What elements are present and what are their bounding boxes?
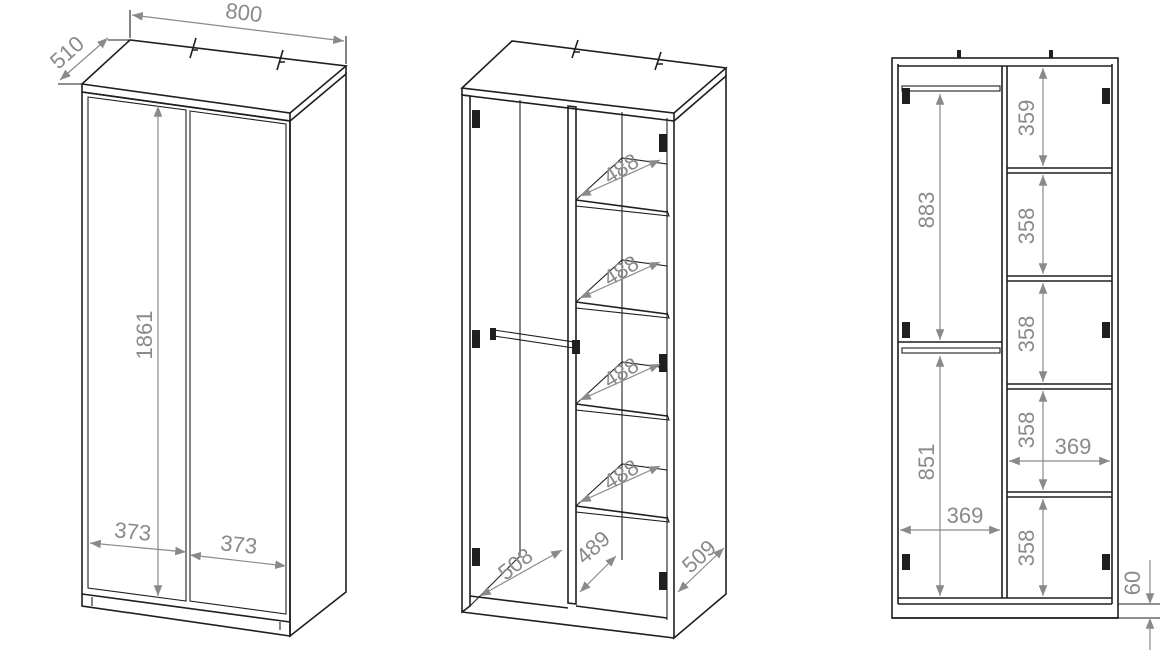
dim-shelf-4: 488	[599, 454, 643, 495]
hinge-icon	[472, 330, 480, 348]
bracket-icon	[654, 51, 663, 71]
dim-comp-4: 358	[1014, 412, 1039, 449]
hinge-icon	[659, 134, 667, 152]
dim-shelf-2: 488	[599, 250, 643, 291]
dim-comp-3: 358	[1014, 316, 1039, 353]
bracket-icon	[1049, 50, 1053, 58]
dim-bottom-left: 508	[493, 543, 537, 585]
bracket-icon	[276, 49, 285, 71]
closed-front-frame	[81, 91, 291, 637]
dim-comp-2: 358	[1014, 208, 1039, 245]
hinge-icon	[472, 110, 480, 128]
open-side-panel	[673, 74, 727, 640]
open-top-panel	[460, 40, 728, 114]
open-wardrobe-view: 488 488 488 488 508 489 509	[460, 39, 728, 640]
hinge-icon	[1102, 322, 1110, 338]
dim-hang-lower: 851	[914, 444, 939, 481]
hinge-icon	[902, 322, 910, 338]
closed-side-panel	[289, 72, 347, 638]
dim-height: 1861	[132, 311, 157, 360]
hinge-icon	[472, 548, 480, 566]
hinge-icon	[1102, 554, 1110, 570]
dim-bottom-mid: 489	[571, 526, 615, 569]
front-elevation-view: 883 851 369 359 358 358 358 358 369 60	[891, 50, 1160, 650]
shelf-3	[575, 361, 670, 421]
hinge-icon	[902, 554, 910, 570]
dim-depth: 510	[45, 31, 89, 74]
dim-hang-upper: 883	[914, 192, 939, 229]
dim-side-depth: 509	[677, 535, 721, 578]
upper-rail	[901, 85, 1001, 92]
dim-shelf-3: 488	[599, 352, 643, 393]
shelf-1	[575, 157, 670, 217]
right-door	[189, 110, 287, 615]
dim-door-left: 373	[113, 517, 152, 546]
shelf-4	[575, 463, 670, 523]
dim-shelf-1: 488	[599, 148, 643, 189]
shelf-2	[575, 259, 670, 319]
hinge-icon	[659, 572, 667, 590]
left-door	[87, 96, 187, 602]
middle-divider	[567, 105, 577, 605]
dim-hang-width: 369	[947, 503, 984, 528]
dim-comp-5: 358	[1014, 530, 1039, 567]
bracket-icon	[571, 39, 580, 59]
dim-comp-width: 369	[1055, 434, 1092, 459]
front-outer-frame	[891, 57, 1119, 619]
closed-wardrobe-view: 800 510 1861 373 373	[45, 0, 348, 638]
hinge-icon	[1102, 88, 1110, 104]
bracket-icon	[957, 50, 961, 58]
dim-door-right: 373	[219, 530, 258, 559]
hinge-icon	[659, 354, 667, 372]
hinge-icon	[902, 88, 910, 104]
dim-comp-1: 359	[1014, 100, 1039, 137]
dim-width: 800	[224, 0, 263, 27]
dim-plinth: 60	[1120, 571, 1145, 595]
open-left-panel	[461, 94, 471, 614]
closed-top-panel	[80, 39, 348, 114]
hanging-rail	[493, 329, 575, 349]
lower-rail	[901, 347, 1001, 354]
